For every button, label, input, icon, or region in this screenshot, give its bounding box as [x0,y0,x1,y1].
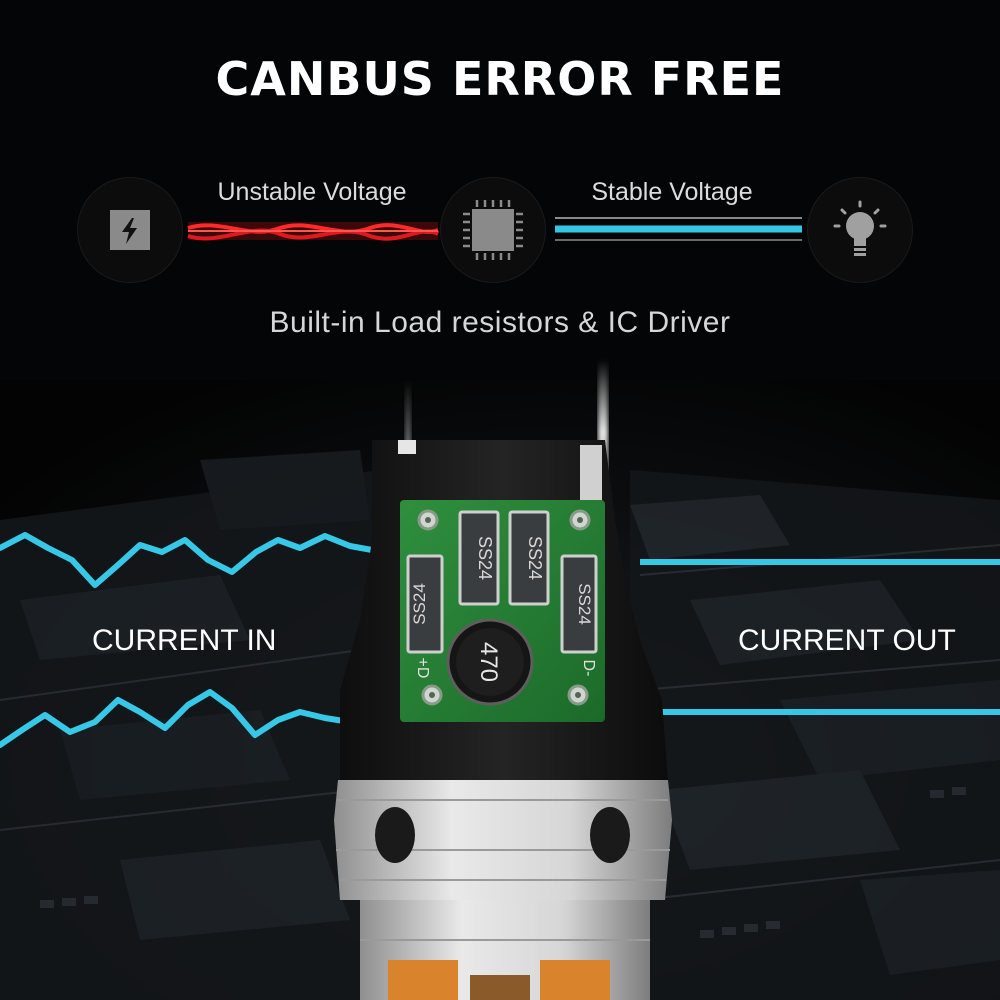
diode-code-2: SS24 [525,536,545,580]
current-in-waves [0,532,375,748]
inductor-code: 470 [475,642,502,682]
negative-mark: D- [580,660,597,677]
diode-code-4: SS24 [575,583,594,625]
power-source-icon [110,210,150,250]
power-source-node [78,178,182,282]
stable-voltage-line [555,217,802,241]
current-in-label: CURRENT IN [92,624,277,657]
unstable-voltage-label: Unstable Voltage [217,178,407,206]
subtitle: Built-in Load resistors & IC Driver [269,306,731,339]
chip-icon [463,200,523,260]
circuit-board-backdrop [0,450,1000,1000]
diode-code-1: SS24 [475,536,495,580]
current-out-lines [640,559,1000,715]
unstable-voltage-line [187,222,439,241]
chip-node [441,178,545,282]
bulb-node [808,178,912,282]
bulb-icon [833,200,887,256]
current-out-label: CURRENT OUT [738,624,956,657]
stable-voltage-label: Stable Voltage [591,178,753,206]
diode-code-3: SS24 [410,583,429,625]
driver-circuit-board [400,500,605,722]
led-bulb [334,360,672,1000]
page-title: CANBUS ERROR FREE [215,52,785,106]
positive-mark: +D [414,658,431,679]
